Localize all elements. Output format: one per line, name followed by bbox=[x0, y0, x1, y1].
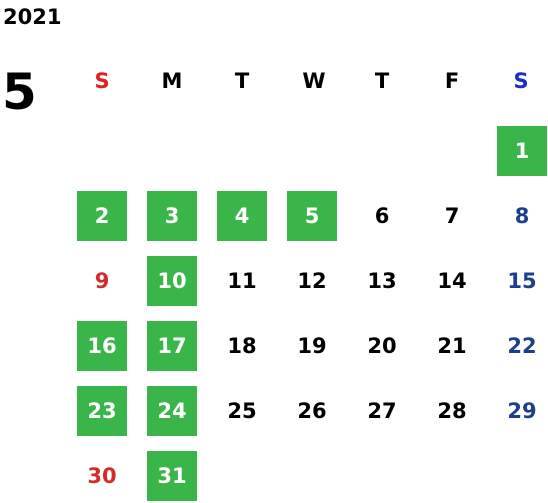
day-cell-10: 10 bbox=[147, 256, 197, 306]
day-cell-14: 14 bbox=[437, 269, 467, 293]
day-cell-7: 7 bbox=[444, 204, 460, 228]
weekday-saturday: S bbox=[513, 69, 529, 93]
day-cell-8: 8 bbox=[514, 204, 530, 228]
day-cell-19: 19 bbox=[297, 334, 327, 358]
weekday-thursday: T bbox=[374, 69, 390, 93]
weekday-monday: M bbox=[161, 69, 183, 93]
day-cell-26: 26 bbox=[297, 399, 327, 423]
day-cell-9: 9 bbox=[94, 269, 110, 293]
day-cell-31: 31 bbox=[147, 451, 197, 501]
day-cell-6: 6 bbox=[374, 204, 390, 228]
day-cell-20: 20 bbox=[367, 334, 397, 358]
month-label: 5 bbox=[2, 63, 37, 121]
day-cell-22: 22 bbox=[507, 334, 537, 358]
day-cell-17: 17 bbox=[147, 321, 197, 371]
day-cell-16: 16 bbox=[77, 321, 127, 371]
day-cell-30: 30 bbox=[87, 464, 117, 488]
day-cell-3: 3 bbox=[147, 191, 197, 241]
day-cell-1: 1 bbox=[497, 126, 547, 176]
weekday-wednesday: W bbox=[302, 69, 326, 93]
year-label: 2021 bbox=[3, 5, 62, 29]
day-cell-25: 25 bbox=[227, 399, 257, 423]
day-cell-2: 2 bbox=[77, 191, 127, 241]
day-cell-24: 24 bbox=[147, 386, 197, 436]
weekday-friday: F bbox=[444, 69, 460, 93]
weekday-sunday: S bbox=[94, 69, 110, 93]
day-cell-15: 15 bbox=[507, 269, 537, 293]
day-cell-27: 27 bbox=[367, 399, 397, 423]
day-cell-13: 13 bbox=[367, 269, 397, 293]
day-cell-29: 29 bbox=[507, 399, 537, 423]
day-cell-12: 12 bbox=[297, 269, 327, 293]
day-cell-11: 11 bbox=[227, 269, 257, 293]
day-cell-18: 18 bbox=[227, 334, 257, 358]
day-cell-21: 21 bbox=[437, 334, 467, 358]
day-cell-4: 4 bbox=[217, 191, 267, 241]
weekday-tuesday: T bbox=[234, 69, 250, 93]
day-cell-28: 28 bbox=[437, 399, 467, 423]
day-cell-23: 23 bbox=[77, 386, 127, 436]
day-cell-5: 5 bbox=[287, 191, 337, 241]
